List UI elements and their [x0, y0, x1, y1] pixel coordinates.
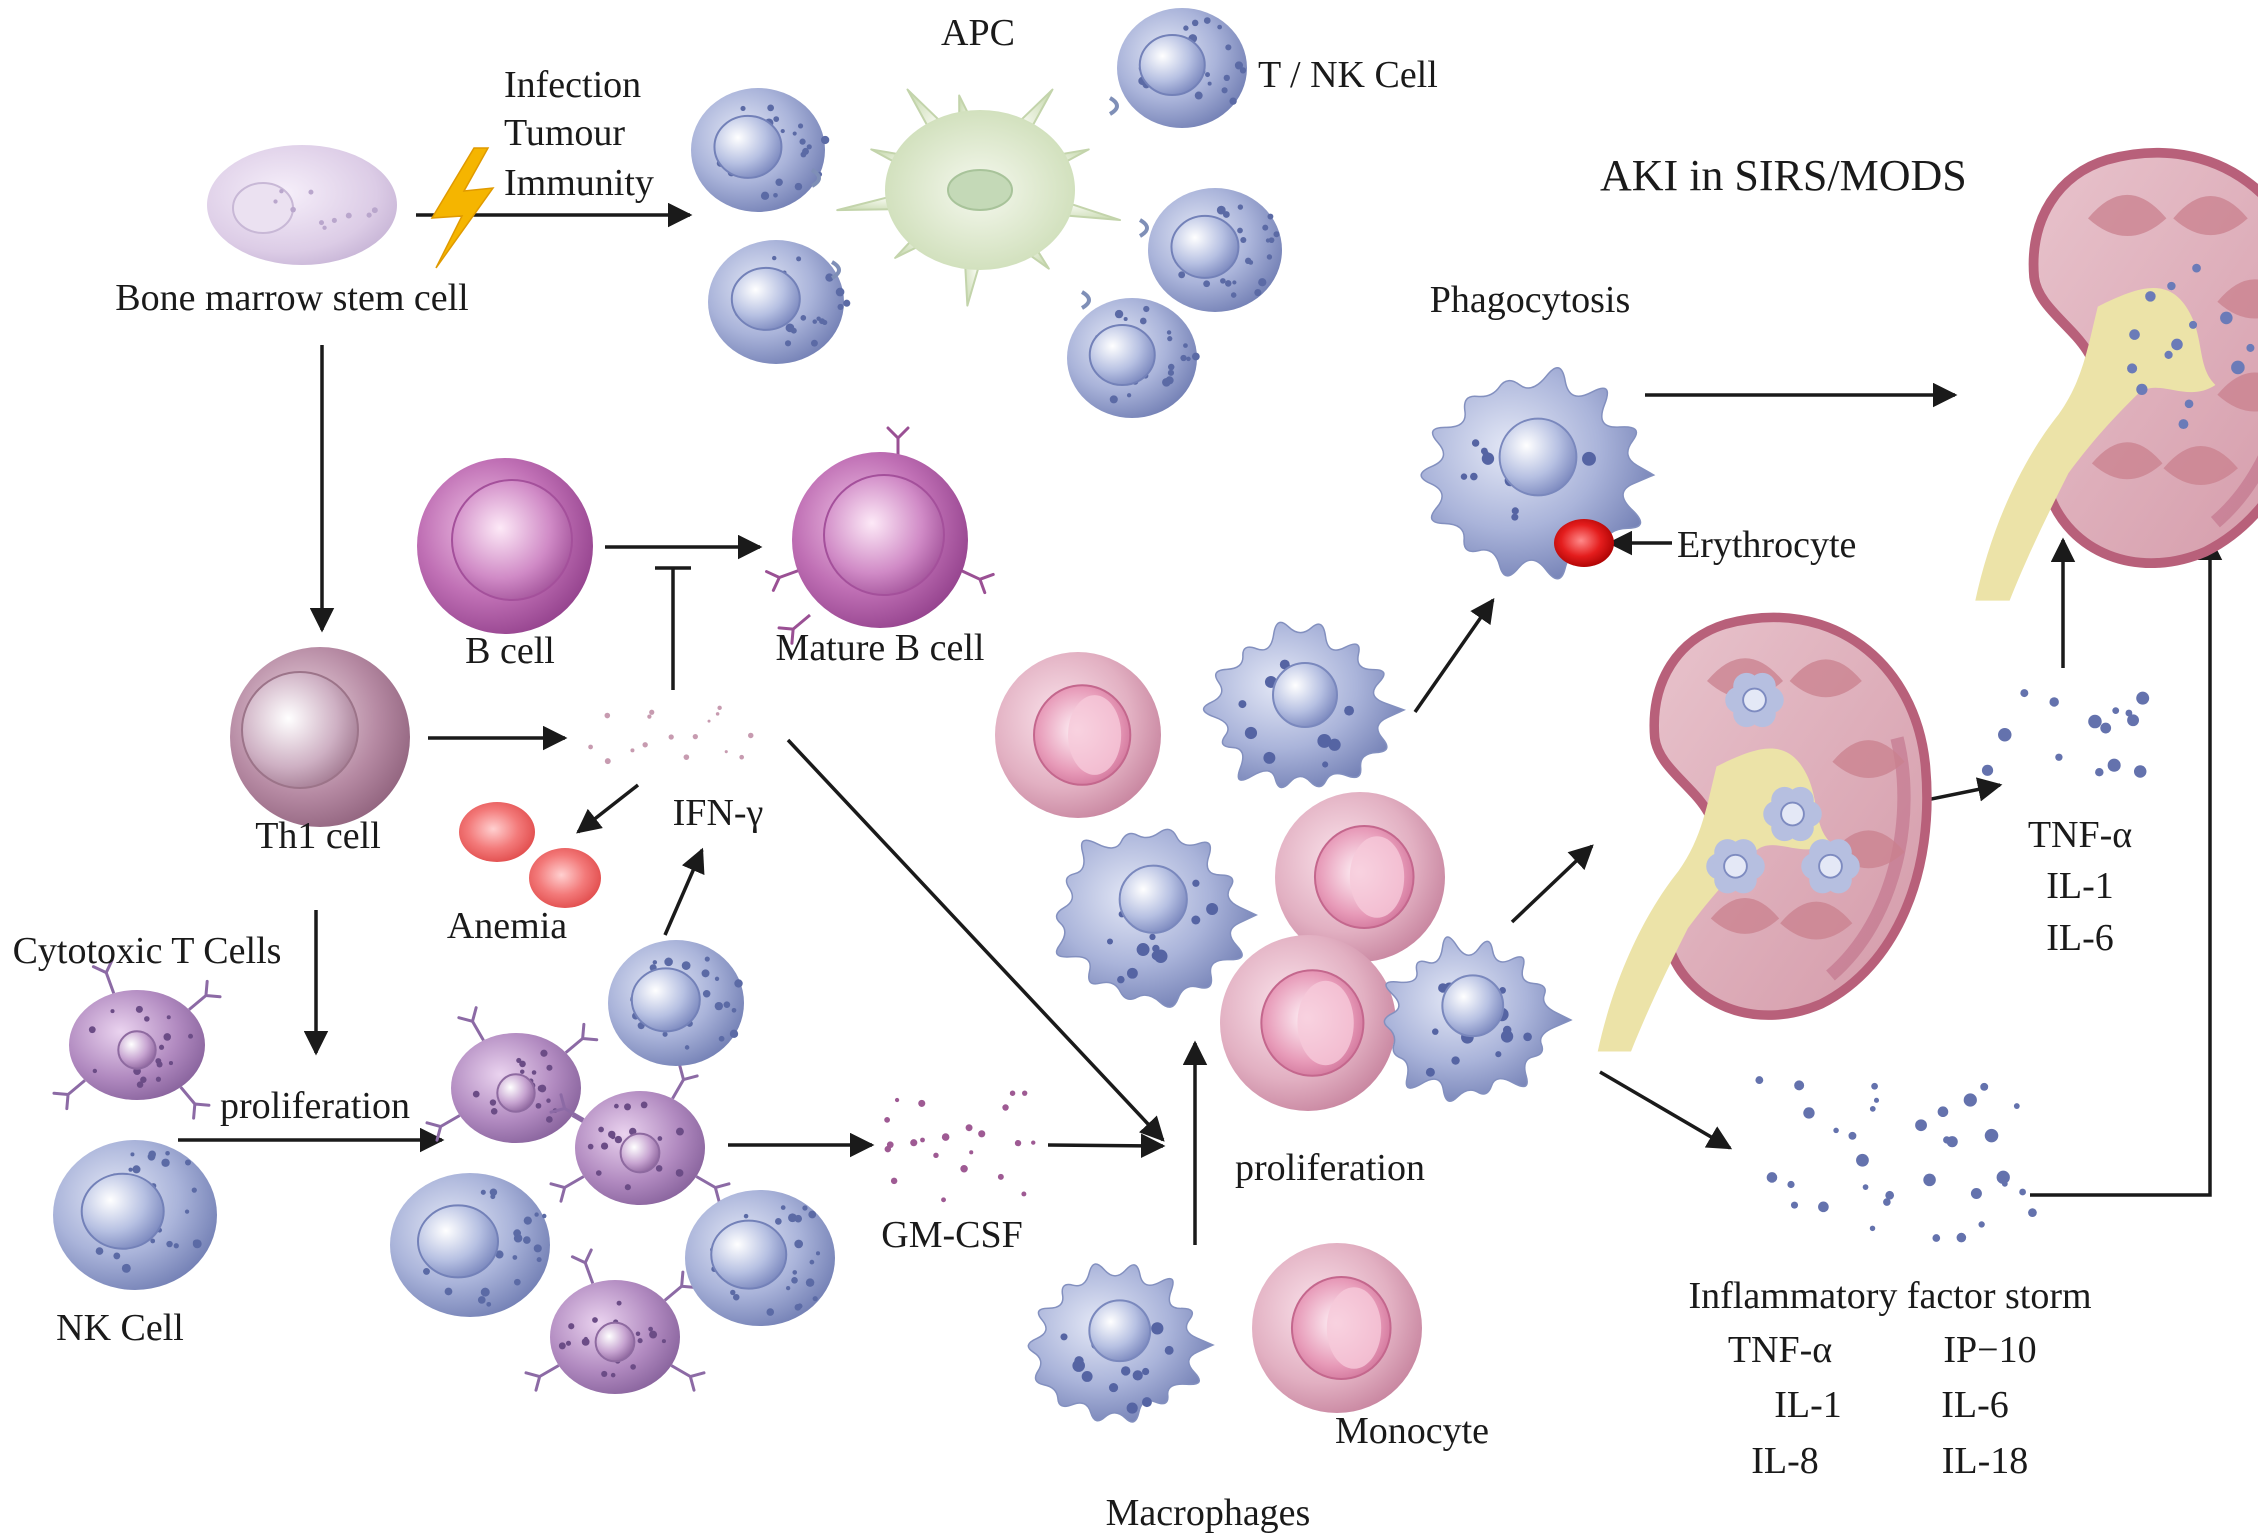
prolif-purple-1	[425, 1006, 607, 1143]
label-storm-il1: IL-1	[1774, 1384, 1842, 1426]
phagocyte-macrophage	[1420, 367, 1656, 580]
label-cytotoxic: Cytotoxic T Cells	[13, 930, 282, 972]
label-storm-il6: IL-6	[1941, 1384, 2009, 1426]
arrow-gmcsf-to-macrophages	[1047, 1133, 1166, 1159]
apc-contact-2	[830, 260, 841, 280]
kidney-main	[1975, 147, 2258, 601]
apc-contact-5	[1080, 290, 1091, 310]
tnk-cell-5	[708, 240, 851, 364]
label-storm-title: Inflammatory factor storm	[1688, 1275, 2091, 1317]
label-apc: APC	[941, 12, 1015, 54]
label-proliferation-right: proliferation	[1235, 1147, 1425, 1189]
label-storm-tnf: TNF-α	[1728, 1329, 1832, 1371]
apc-cell	[836, 88, 1122, 307]
arrow-to-phagocytosis	[1413, 597, 1495, 714]
labels-layer: AKI in SIRS/MODS Bone marrow stem cell I…	[13, 12, 2133, 1534]
tnk-cell-4	[1067, 298, 1200, 418]
prolif-blue-2	[390, 1173, 550, 1317]
prolif-blue-3	[685, 1190, 835, 1326]
label-storm-il8: IL-8	[1751, 1440, 1819, 1482]
monocyte-2	[1275, 792, 1445, 962]
mature-b-cell	[765, 426, 995, 645]
label-macrophages: Macrophages	[1106, 1492, 1311, 1534]
cells-layer	[52, 8, 2258, 1423]
prolif-purple-3	[524, 1248, 706, 1394]
tnk-cell-1	[691, 88, 830, 212]
label-storm-ip10: IP−10	[1943, 1329, 2036, 1371]
anemia-rbcs	[459, 802, 601, 908]
pathway-arrows	[178, 202, 2223, 1245]
label-cytokine-il1: IL-1	[2046, 865, 2114, 907]
tnk-cell-3	[1148, 188, 1282, 312]
label-proliferation-left: proliferation	[220, 1085, 410, 1127]
arrow-storm-to-kidney	[2030, 535, 2223, 1197]
label-gm-csf: GM-CSF	[881, 1214, 1023, 1256]
bone-marrow-stem-cell	[207, 145, 397, 265]
ifn-dots	[588, 705, 754, 765]
arrow-macrophage-to-storm	[1599, 1070, 1733, 1150]
macrophage-3	[1383, 936, 1573, 1102]
tnk-cell-2	[1117, 8, 1247, 128]
label-phagocytosis: Phagocytosis	[1430, 279, 1631, 321]
diagram-title: AKI in SIRS/MODS	[1600, 151, 1967, 200]
label-erythrocyte: Erythrocyte	[1677, 524, 1856, 566]
label-cytokine-il6: IL-6	[2046, 917, 2114, 959]
cytotoxic-t-cell	[52, 958, 222, 1120]
tnf-dots	[1981, 689, 2150, 778]
label-trigger-infection: Infection	[504, 64, 641, 106]
macrophage-bottom	[1027, 1263, 1215, 1423]
label-nk: NK Cell	[56, 1307, 184, 1349]
kidney-infected	[1597, 612, 1932, 1052]
apc-contact-3	[1108, 96, 1119, 116]
label-mature-b: Mature B cell	[776, 627, 985, 669]
nk-cell	[53, 1140, 217, 1290]
arrow-ifn-to-macrophages	[786, 738, 1165, 1142]
prolif-purple-2	[549, 1064, 731, 1205]
arrow-macrophage-to-kidney2	[1510, 844, 1594, 924]
label-ifn: IFN-γ	[673, 792, 764, 834]
monocyte-3	[1220, 935, 1396, 1111]
th1-cell	[230, 647, 410, 827]
arrow-ifn-to-anemia	[576, 783, 640, 834]
cytokine-dots-layer	[588, 689, 2150, 1243]
label-trigger-tumour: Tumour	[504, 112, 625, 154]
macrophage-1	[1202, 621, 1407, 789]
lightning-bolt-icon	[430, 147, 495, 269]
label-th1: Th1 cell	[255, 815, 381, 857]
macrophage-2	[1055, 828, 1259, 1008]
gm-csf-dots	[884, 1090, 1036, 1203]
prolif-blue-1	[608, 940, 744, 1066]
label-t-nk: T / NK Cell	[1258, 54, 1438, 96]
label-monocyte: Monocyte	[1335, 1410, 1489, 1452]
monocyte-1	[995, 652, 1161, 818]
erythrocyte	[1554, 519, 1614, 567]
apc-contact-1	[810, 168, 821, 188]
b-cell	[417, 458, 593, 634]
label-bone-marrow: Bone marrow stem cell	[115, 277, 469, 319]
monocyte-bottom	[1252, 1243, 1422, 1413]
label-storm-il18: IL-18	[1942, 1440, 2029, 1482]
label-trigger-immunity: Immunity	[504, 162, 654, 204]
label-cytokine-tnf: TNF-α	[2028, 814, 2132, 856]
label-b-cell: B cell	[465, 630, 555, 672]
label-anemia: Anemia	[447, 905, 567, 947]
arrow-cells-to-ifn	[663, 847, 705, 936]
apc-contact-4	[1138, 218, 1149, 238]
storm-dots	[1755, 1076, 2037, 1243]
